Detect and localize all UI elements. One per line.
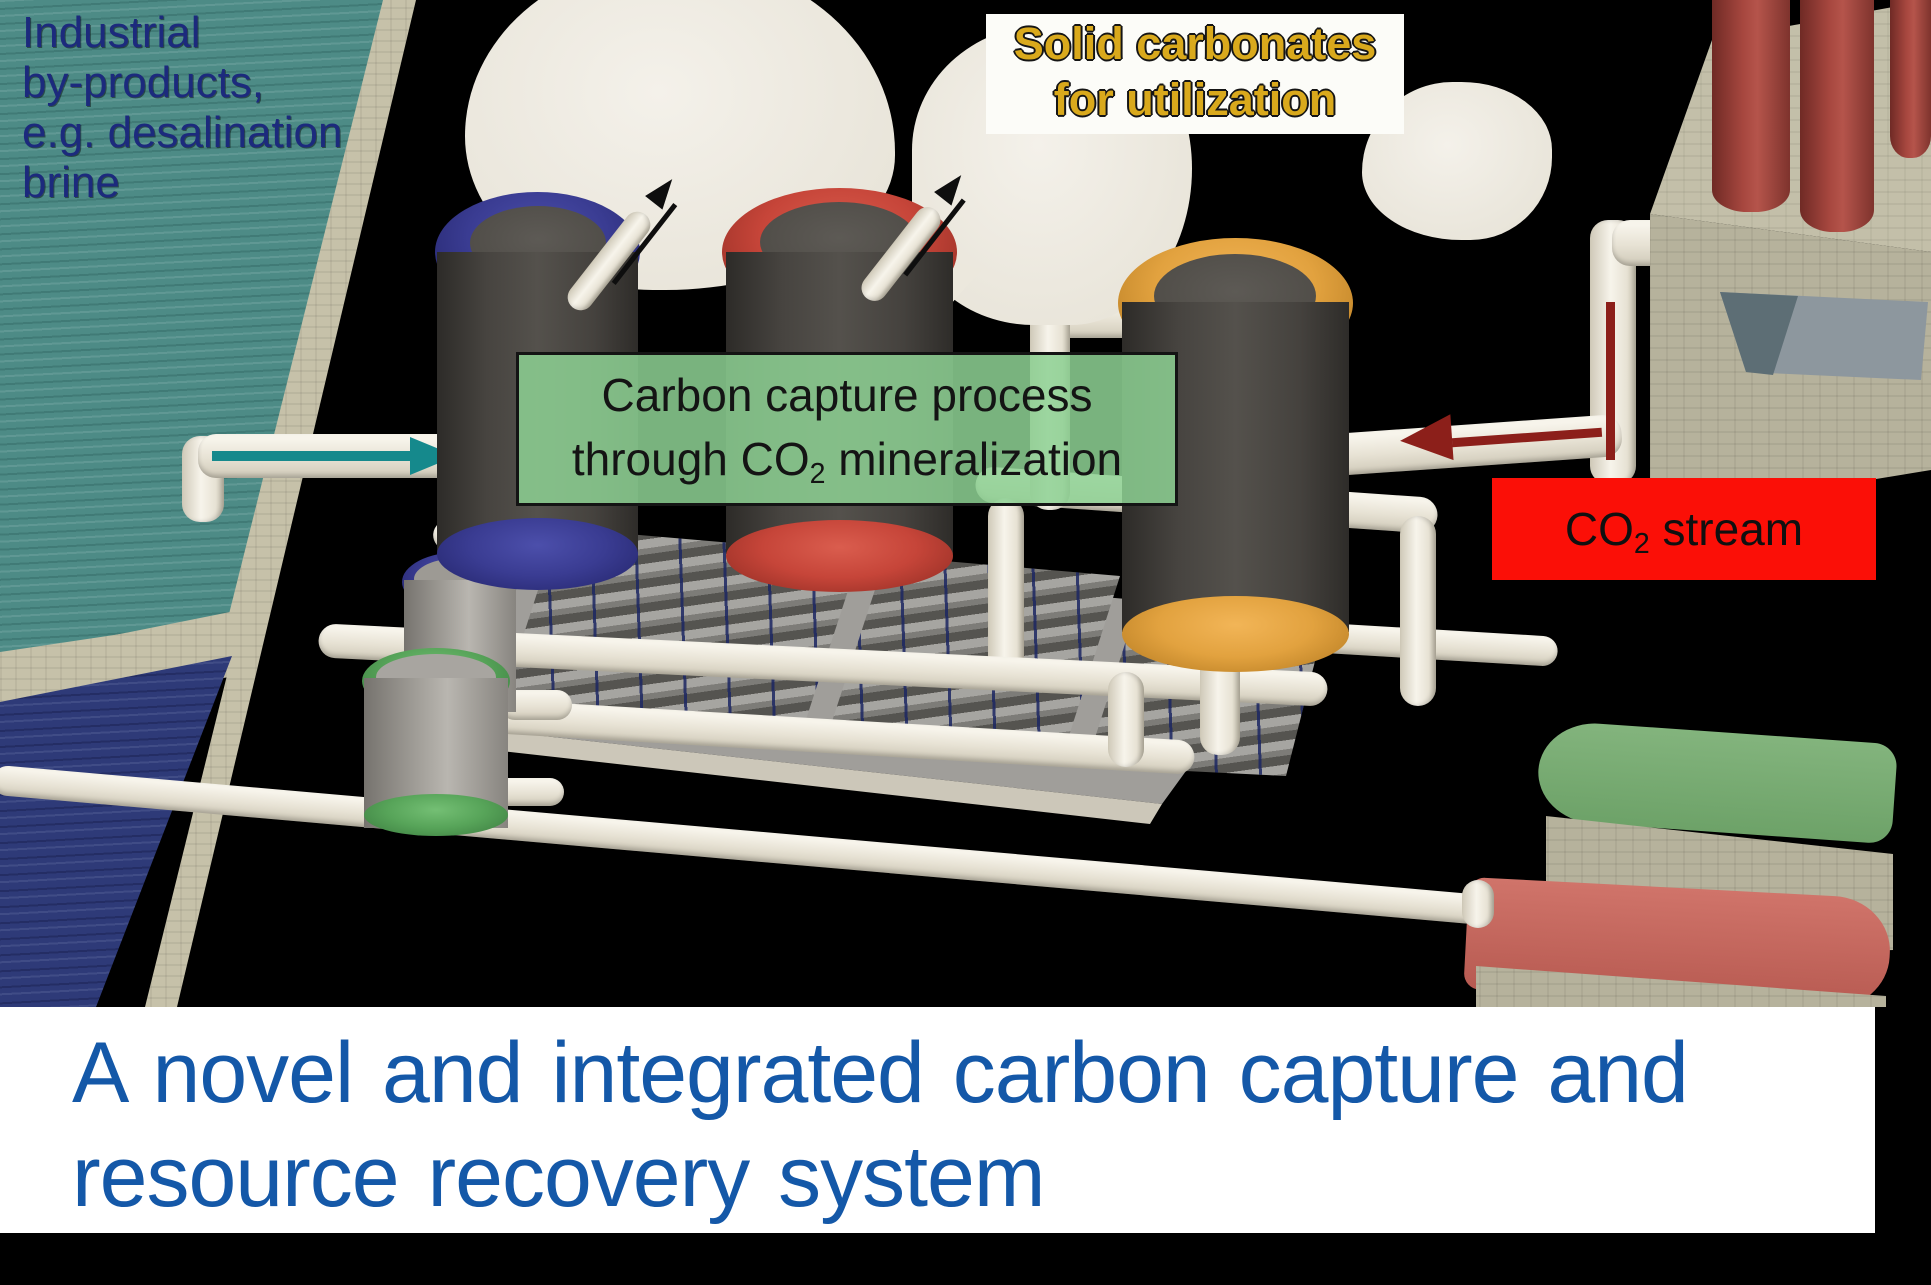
reactor-tank-blue-bottom [437,518,638,590]
red-building-pipe-elbow [1462,880,1494,928]
byproducts-line-2: by-products, [22,58,265,107]
solid-carbonates-line-2: for utilization [1053,74,1337,125]
byproducts-line-1: Industrial [22,8,201,57]
co2-flow-line [1606,302,1615,460]
byproducts-line-3: e.g. desalination [22,108,343,157]
co2-label-post: stream [1649,503,1804,555]
caption-line-2: resource recovery system [72,1129,1046,1225]
process-line2-post: mineralization [825,433,1123,485]
solid-carbonates-label: Solid carbonates for utilization [986,14,1404,134]
smokestack-1 [1712,0,1790,212]
reactor-tank-red-bottom [726,520,953,592]
byproducts-line-4: brine [22,158,120,207]
byproducts-label: Industrial by-products, e.g. desalinatio… [22,8,402,208]
brine-arrow-shaft [212,451,414,461]
co2-label-pre: CO [1564,503,1634,555]
smokestack-2 [1800,0,1874,232]
loop-left-vertical-pipe [988,498,1024,678]
process-label: Carbon capture process through CO2 miner… [516,352,1178,506]
small-tank-green-bottom-rim [364,794,508,836]
left-arrow-icon [1398,414,1454,464]
process-label-line-2: through CO2 mineralization [519,427,1175,506]
loop-right-vertical-pipe [1400,516,1436,706]
process-line2-pre: through CO [571,433,810,485]
pipe-to-red-building [0,764,1489,926]
smokestack-3 [1890,0,1931,158]
co2-stream-label: CO2 stream [1492,478,1876,580]
solid-carbonates-line-1: Solid carbonates [1013,18,1377,69]
absorber-tank-orange-bottom [1122,596,1349,672]
caption-line-1: A novel and integrated carbon capture an… [72,1025,1689,1121]
co2-label-sub: 2 [1633,527,1650,560]
process-label-line-1: Carbon capture process [601,369,1093,421]
platform-feed-pipe [1108,672,1144,767]
process-line2-sub: 2 [809,457,826,490]
caption-band: A novel and integrated carbon capture an… [0,1007,1875,1233]
